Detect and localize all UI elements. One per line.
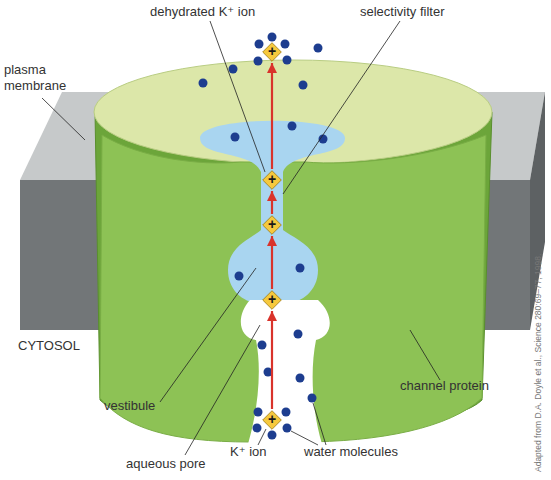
diamond-shape <box>263 216 282 235</box>
part-label: channel protein <box>400 378 489 394</box>
water-molecule <box>229 65 238 74</box>
water-molecule <box>231 133 240 142</box>
water-molecule <box>268 33 277 42</box>
k-ion-diamond: + <box>262 290 282 310</box>
leader-line <box>291 431 318 445</box>
water-molecule <box>281 40 290 49</box>
part-label: selectivity filter <box>360 4 445 20</box>
diamond-shape <box>263 43 282 62</box>
ion-charge: + <box>262 170 282 190</box>
part-label: water molecules <box>304 444 398 460</box>
water-molecule <box>299 81 308 90</box>
ion-flow-arrow <box>271 311 273 409</box>
water-molecule <box>235 272 244 281</box>
ion-flow-arrow <box>271 191 273 214</box>
ion-charge: + <box>262 215 282 235</box>
ion-charge: + <box>262 410 282 430</box>
water-molecule <box>296 374 305 383</box>
ion-charge: + <box>262 42 282 62</box>
k-ion-diamond: + <box>262 170 282 190</box>
pore-water <box>200 121 345 303</box>
water-molecule <box>268 431 277 440</box>
water-molecule <box>282 408 291 417</box>
water-molecule <box>294 330 303 339</box>
leader-line <box>210 21 265 172</box>
part-label: aqueous pore <box>126 456 206 472</box>
leader-line <box>160 268 256 402</box>
water-molecule <box>288 122 297 131</box>
ion-flow-arrow <box>271 63 273 169</box>
water-molecule <box>283 56 292 65</box>
water-molecule <box>308 394 317 403</box>
k-ion-diamond: + <box>262 410 282 430</box>
diamond-shape <box>263 291 282 310</box>
pore-opening <box>241 300 330 444</box>
k-ion-diamond: + <box>262 215 282 235</box>
k-ion-diamond: + <box>262 42 282 62</box>
part-label: dehydrated K⁺ ion <box>150 4 255 20</box>
water-molecule <box>296 264 305 273</box>
source-credit: Adapted from D.A. Doyle et al., Science … <box>533 254 543 472</box>
ion-flow-arrow <box>271 236 273 289</box>
part-label: vestibule <box>104 398 155 414</box>
water-molecule <box>255 40 264 49</box>
leader-line <box>185 325 260 455</box>
leader-line <box>410 330 440 380</box>
water-molecule <box>283 424 292 433</box>
part-label: plasma membrane <box>4 62 76 94</box>
diamond-shape <box>263 411 282 430</box>
leader-line <box>258 429 266 445</box>
diamond-shape <box>263 171 282 190</box>
leader-line <box>283 21 400 194</box>
leader-line <box>313 403 326 445</box>
water-molecule <box>264 368 273 377</box>
water-molecule <box>258 341 267 350</box>
leader-line <box>42 98 85 140</box>
water-molecule <box>199 79 208 88</box>
water-molecule <box>253 424 262 433</box>
water-molecule <box>314 44 323 53</box>
part-label: K⁺ ion <box>230 444 267 460</box>
water-molecule <box>254 57 263 66</box>
part-label: CYTOSOL <box>18 338 80 354</box>
water-molecule <box>254 408 263 417</box>
ion-charge: + <box>262 290 282 310</box>
